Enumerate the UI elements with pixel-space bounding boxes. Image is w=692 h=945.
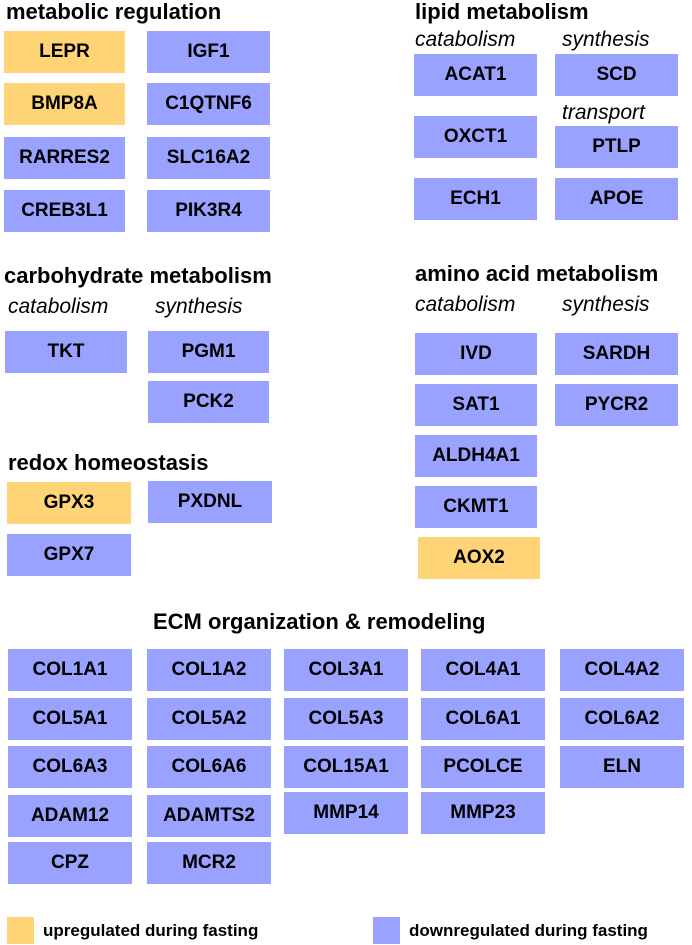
gene-box-apoe: APOE — [555, 178, 678, 220]
gene-box-col15a1: COL15A1 — [284, 746, 408, 788]
gene-box-adamts2: ADAMTS2 — [147, 795, 271, 837]
gene-box-col6a3: COL6A3 — [8, 746, 132, 788]
gene-box-rarres2: RARRES2 — [4, 137, 125, 179]
lipid-transport-label: transport — [562, 101, 645, 124]
gene-box-ivd: IVD — [415, 333, 537, 375]
gene-box-scd: SCD — [555, 54, 678, 96]
gene-box-ptlp: PTLP — [555, 126, 678, 168]
gene-box-c1qtnf6: C1QTNF6 — [147, 83, 270, 125]
gene-box-pgm1: PGM1 — [148, 331, 269, 373]
gene-box-gpx7: GPX7 — [7, 534, 131, 576]
gene-box-sat1: SAT1 — [415, 384, 537, 426]
gene-box-cpz: CPZ — [8, 842, 132, 884]
carbohydrate-synthesis-label: synthesis — [155, 295, 243, 318]
gene-box-col5a1: COL5A1 — [8, 698, 132, 740]
gene-box-col6a6: COL6A6 — [147, 746, 271, 788]
gene-box-col3a1: COL3A1 — [284, 649, 408, 691]
amino-catabolism-label: catabolism — [415, 293, 516, 316]
lipid-catabolism-label: catabolism — [415, 28, 516, 51]
metabolic-regulation-title: metabolic regulation — [6, 0, 222, 24]
gene-box-adam12: ADAM12 — [8, 795, 132, 837]
gene-box-col4a2: COL4A2 — [560, 649, 684, 691]
gene-box-lepr: LEPR — [4, 31, 125, 73]
gene-box-sardh: SARDH — [555, 333, 678, 375]
gene-box-mcr2: MCR2 — [147, 842, 271, 884]
gene-box-pik3r4: PIK3R4 — [147, 190, 270, 232]
gene-box-col6a2: COL6A2 — [560, 698, 684, 740]
lipid-synthesis-label: synthesis — [562, 28, 650, 51]
legend-up-swatch — [7, 917, 34, 944]
legend-up-label: upregulated during fasting — [43, 921, 259, 940]
gene-box-col1a2: COL1A2 — [147, 649, 271, 691]
gene-box-col1a1: COL1A1 — [8, 649, 132, 691]
gene-box-ech1: ECH1 — [414, 178, 537, 220]
gene-box-pck2: PCK2 — [148, 381, 269, 423]
amino-acid-metabolism-title: amino acid metabolism — [415, 261, 659, 286]
carbohydrate-catabolism-label: catabolism — [8, 295, 109, 318]
gene-box-pxdnl: PXDNL — [148, 481, 272, 523]
gene-box-slc16a2: SLC16A2 — [147, 137, 270, 179]
gene-box-igf1: IGF1 — [147, 31, 270, 73]
gene-box-tkt: TKT — [5, 331, 127, 373]
gene-box-gpx3: GPX3 — [7, 482, 131, 524]
redox-homeostasis-title: redox homeostasis — [8, 450, 209, 475]
legend-down-swatch — [373, 917, 400, 944]
carbohydrate-metabolism-title: carbohydrate metabolism — [4, 263, 272, 288]
gene-box-creb3l1: CREB3L1 — [4, 190, 125, 232]
gene-box-oxct1: OXCT1 — [414, 116, 537, 158]
gene-box-ckmt1: CKMT1 — [415, 486, 537, 528]
gene-box-pycr2: PYCR2 — [555, 384, 678, 426]
gene-box-aox2: AOX2 — [418, 537, 540, 579]
gene-box-mmp23: MMP23 — [421, 792, 545, 834]
ecm-organization-title: ECM organization & remodeling — [153, 609, 486, 634]
amino-synthesis-label: synthesis — [562, 293, 650, 316]
gene-box-pcolce: PCOLCE — [421, 746, 545, 788]
gene-box-bmp8a: BMP8A — [4, 83, 125, 125]
gene-box-col6a1: COL6A1 — [421, 698, 545, 740]
gene-box-col4a1: COL4A1 — [421, 649, 545, 691]
gene-box-col5a2: COL5A2 — [147, 698, 271, 740]
legend-down-label: downregulated during fasting — [409, 921, 648, 940]
gene-box-mmp14: MMP14 — [284, 792, 408, 834]
gene-box-col5a3: COL5A3 — [284, 698, 408, 740]
lipid-metabolism-title: lipid metabolism — [415, 0, 589, 24]
gene-box-aldh4a1: ALDH4A1 — [415, 435, 537, 477]
gene-box-eln: ELN — [560, 746, 684, 788]
gene-box-acat1: ACAT1 — [414, 54, 537, 96]
